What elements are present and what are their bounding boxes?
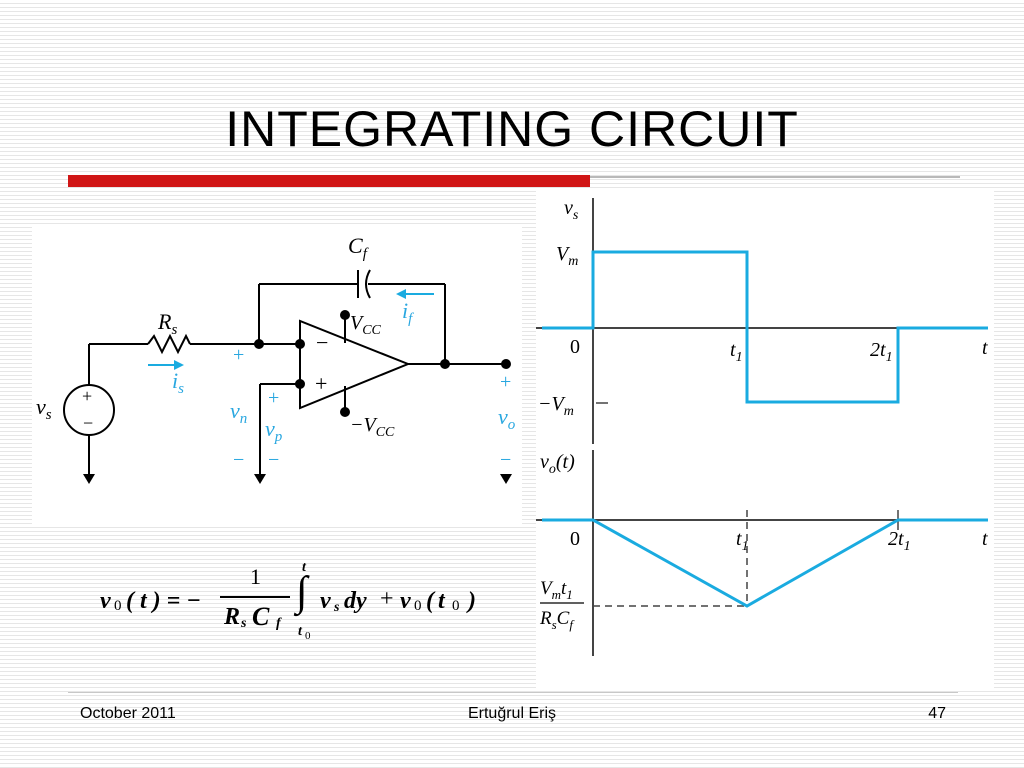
footer-date: October 2011 [80, 705, 176, 722]
vp-label: vp [265, 416, 283, 445]
node-dot [340, 310, 350, 320]
circuit-svg: − + + − Cf Rs VCC −VCC if is vs + vn − +… [36, 233, 516, 484]
vs-plot-svg: vs Vm −Vm 0 t1 2t1 t [536, 197, 988, 444]
formula-plus: + [380, 586, 394, 612]
vo-plot-svg: vo(t) 0 t1 2t1 t Vmt1 RsCf [536, 450, 988, 656]
formula-den-c: C [252, 602, 270, 631]
vo-t1-label: t1 [736, 528, 749, 554]
footer-page-number: 47 [928, 705, 946, 722]
source-minus-sign: − [83, 413, 93, 433]
vo-t-label: t [982, 528, 988, 550]
title-underline-red [68, 175, 590, 187]
formula-lhs-v: v [100, 588, 111, 614]
formula-den-r-sub: s [241, 616, 247, 631]
vo-zero-label: 0 [570, 528, 580, 550]
neg-vm-label: −Vm [538, 393, 574, 419]
formula-int-lower: t [298, 624, 302, 639]
formula-numerator: 1 [250, 564, 261, 589]
formula-tail-sub: 0 [414, 598, 422, 614]
vs-waveform-plot: vs Vm −Vm 0 t1 2t1 t [536, 190, 994, 444]
formula-dy: dy [344, 588, 367, 614]
rs-label: Rs [157, 309, 177, 338]
opamp-minus-sign: − [316, 330, 328, 355]
is-label: is [172, 368, 184, 397]
vcc-label: VCC [350, 312, 382, 338]
source-plus-sign: + [82, 386, 92, 406]
node-dot [295, 379, 305, 389]
formula-tail-open: ( [426, 588, 434, 614]
opamp-triangle [299, 319, 411, 410]
vs-square-wave [542, 250, 988, 404]
neg-vcc-label: −VCC [350, 414, 395, 440]
formula-tail-close: ) [468, 588, 476, 614]
formula-fraction-bar [220, 596, 290, 598]
vp-minus: − [268, 449, 279, 471]
node-dot [440, 359, 450, 369]
formula-den-c-sub: f [276, 616, 281, 631]
vn-plus: + [233, 344, 244, 366]
vm-label: Vm [556, 243, 578, 269]
formula-den-r: R [224, 604, 241, 630]
capacitor-plate-right [365, 269, 371, 299]
vo-ylabel: vo(t) [540, 451, 575, 477]
vs-2t1-label: 2t1 [870, 339, 893, 365]
vs-zero-label: 0 [570, 336, 580, 358]
if-label: if [402, 298, 414, 327]
formula-integral-sign: ∫ [296, 569, 308, 615]
footer-divider [68, 692, 958, 693]
ground-mid-icon [254, 474, 266, 484]
vn-minus: − [233, 449, 244, 471]
circuit-diagram: − + + − Cf Rs VCC −VCC if is vs + vn − +… [32, 226, 522, 524]
vs-t1-label: t1 [730, 339, 743, 365]
formula-tail-v: v [400, 588, 411, 614]
opamp-plus-sign: + [315, 371, 327, 396]
formula-int-upper: t [302, 560, 306, 575]
vo-label: vo [498, 404, 516, 433]
vs-ylabel: vs [564, 197, 579, 223]
formula-lhs-sub: 0 [114, 598, 122, 614]
vn-label: vn [230, 398, 247, 427]
formula-lhs-arg: ( t ) = − [126, 588, 201, 614]
vo-min-numerator: Vmt1 [540, 578, 573, 602]
vs-t-label: t [982, 337, 988, 359]
formula-int-lower-sub: 0 [305, 630, 311, 642]
is-arrow-icon [174, 360, 184, 370]
vo-min-denominator: RsCf [539, 608, 575, 632]
ground-left-icon [83, 474, 95, 484]
vo-waveform-plot: vo(t) 0 t1 2t1 t Vmt1 RsCf [536, 444, 994, 688]
ground-right-icon [500, 474, 512, 484]
cf-label: Cf [348, 233, 369, 262]
vs-label: vs [36, 394, 52, 423]
title-underline-grey [590, 176, 960, 178]
vo-2t1-label: 2t1 [888, 528, 911, 554]
formula-tail-t-sub: 0 [452, 598, 460, 614]
formula-integrand-v: v [320, 588, 331, 614]
vo-plus: + [500, 371, 511, 393]
node-dot [295, 339, 305, 349]
vp-plus: + [268, 387, 279, 409]
resistor-rs [147, 333, 191, 355]
vo-minus: − [500, 449, 511, 471]
footer-author: Ertuğrul Eriş [467, 705, 557, 722]
formula-tail-t: t [438, 588, 445, 614]
if-arrow-icon [396, 289, 406, 299]
vo-triangle-wave [542, 518, 988, 608]
node-dot [340, 407, 350, 417]
node-dot [254, 339, 264, 349]
node-dot [501, 359, 511, 369]
formula-integrand-sub: s [334, 600, 340, 615]
integrator-formula: v 0 ( t ) = − 1 R s C f t ∫ t 0 v s dy +… [92, 560, 492, 650]
slide-title: INTEGRATING CIRCUIT [225, 101, 799, 157]
